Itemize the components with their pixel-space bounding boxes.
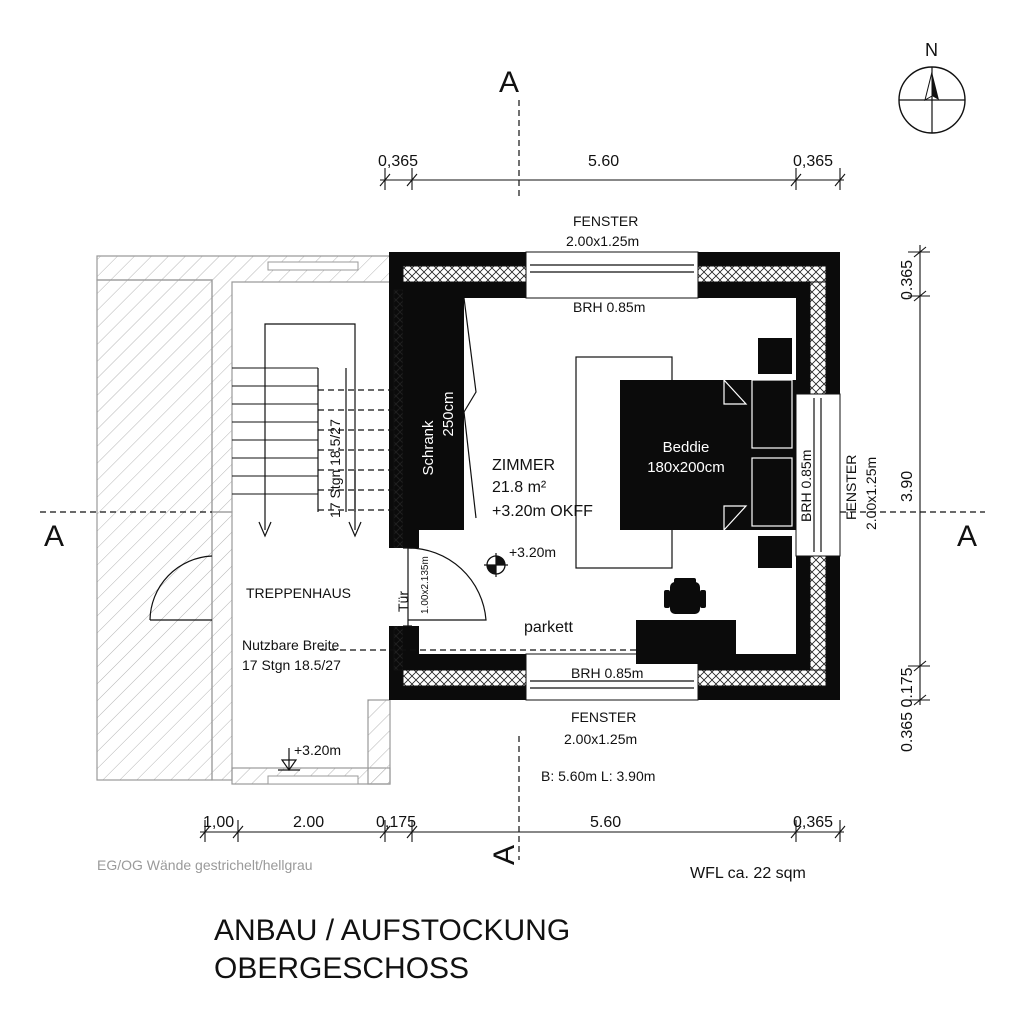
- dimension-bottom: [199, 820, 846, 842]
- wardrobe-size: 250cm: [440, 391, 457, 436]
- window-top-size: 2.00x1.25m: [566, 233, 639, 249]
- door-label: Tür: [395, 591, 411, 612]
- dim-bottom-5: 0,365: [793, 814, 833, 831]
- dim-top-right: 0,365: [793, 153, 833, 170]
- window-right-sill: BRH 0.85m: [798, 450, 814, 522]
- dim-bottom-3: 0,175: [376, 814, 416, 831]
- window-bottom-label: FENSTER: [571, 709, 636, 725]
- stairs-hall: TREPPENHAUS: [246, 585, 351, 601]
- window-top-sill: BRH 0.85m: [573, 299, 645, 315]
- room-name: ZIMMER: [492, 457, 555, 474]
- room-area: 21.8 m²: [492, 479, 547, 496]
- door-size: 1.00x2.135m: [420, 556, 431, 614]
- existing-walls-grey: [96, 255, 391, 785]
- dim-right-mid: 3.90: [899, 471, 916, 502]
- nightstand-top: [758, 338, 792, 374]
- dim-top-mid: 5.60: [588, 153, 619, 170]
- stairs-level: +3.20m: [294, 742, 341, 758]
- window-right-size: 2.00x1.25m: [863, 457, 879, 530]
- window-bottom-sill: BRH 0.85m: [571, 665, 643, 681]
- stairs-top-label: 17 Stgn 18.5/27: [327, 419, 343, 518]
- dim-bottom-4: 5.60: [590, 814, 621, 831]
- chair: [670, 582, 700, 614]
- dimension-right: [908, 245, 930, 706]
- room-size: B: 5.60m L: 3.90m: [541, 768, 655, 784]
- bed-name: Beddie: [663, 439, 710, 456]
- dimension-top: [379, 168, 846, 190]
- section-mark-right: A: [957, 520, 977, 553]
- room-height: +3.20m OKFF: [492, 503, 593, 520]
- stair-level-marker: [278, 748, 300, 772]
- stairs-width-label: Nutzbare Breite: [242, 637, 339, 653]
- window-top-label: FENSTER: [573, 213, 638, 229]
- dim-bottom-1: 1,00: [203, 814, 234, 831]
- note: EG/OG Wände gestrichelt/hellgrau: [97, 857, 313, 873]
- room-floor: parkett: [524, 619, 573, 636]
- room-level: +3.20m: [509, 544, 556, 560]
- stairs-width-value: 17 Stgn 18.5/27: [242, 657, 341, 673]
- window-right-label: FENSTER: [843, 455, 859, 520]
- staircase: [149, 323, 362, 621]
- title-line2: OBERGESCHOSS: [214, 952, 469, 985]
- section-mark-top: A: [499, 66, 519, 99]
- dim-right-bottom: 0.365 0.175: [899, 667, 916, 752]
- bed-size: 180x200cm: [647, 459, 725, 476]
- dim-bottom-2: 2.00: [293, 814, 324, 831]
- wfl: WFL ca. 22 sqm: [690, 865, 806, 882]
- dim-top-left: 0,365: [378, 153, 418, 170]
- furniture: [318, 297, 796, 664]
- wardrobe: [414, 298, 464, 530]
- title-line1: ANBAU / AUFSTOCKUNG: [214, 914, 570, 947]
- north-arrow: N: [898, 40, 966, 134]
- north-label: N: [925, 40, 938, 60]
- level-marker: [484, 553, 508, 577]
- wardrobe-name: Schrank: [420, 420, 437, 476]
- desk: [636, 620, 736, 664]
- section-mark-bottom: A: [488, 845, 521, 865]
- window-bottom-size: 2.00x1.25m: [564, 731, 637, 747]
- nightstand-bottom: [758, 536, 792, 568]
- dim-right-top: 0.365: [899, 260, 916, 300]
- section-mark-left: A: [44, 520, 64, 553]
- section-axes: A A A A: [40, 66, 985, 865]
